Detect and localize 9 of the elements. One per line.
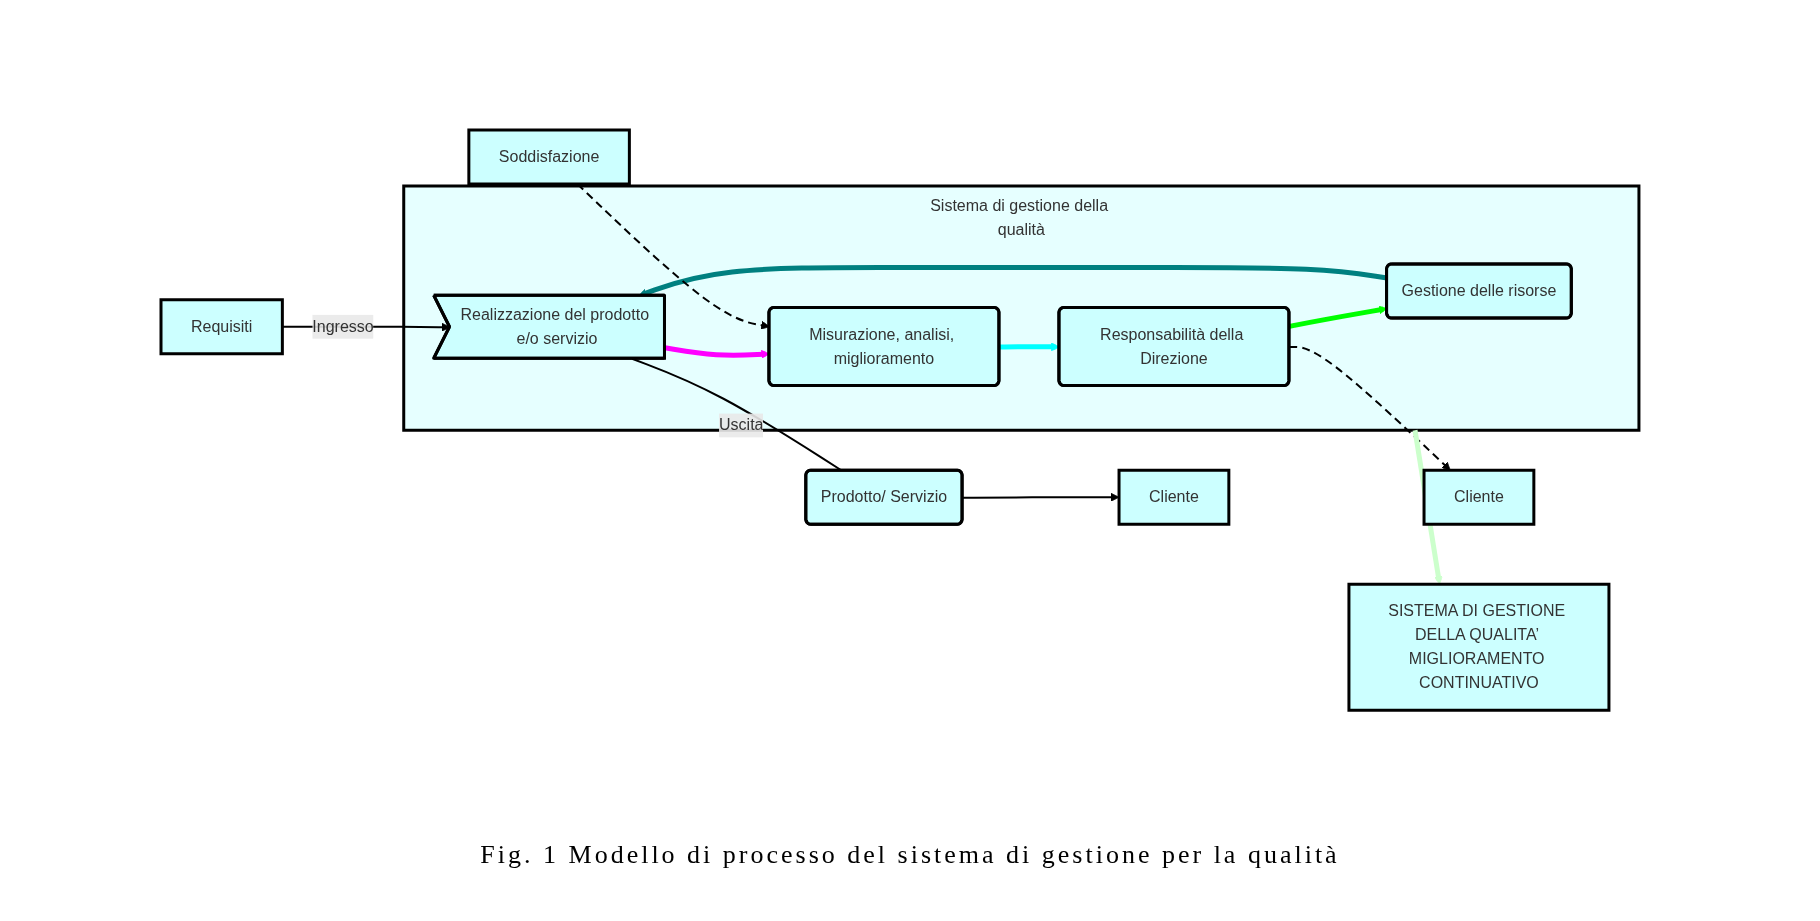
node-box: Cliente: [1422, 468, 1536, 526]
caption: Fig. 1 Modello di processo del sistema di gestione per la qualità: [479, 840, 1341, 870]
node-box: Cliente: [1117, 468, 1231, 526]
node-box: Requisiti: [159, 298, 284, 356]
arrow: [1288, 345, 1451, 471]
edge-label: Ingresso: [312, 317, 374, 335]
node-box: SISTEMA DI GESTIONE DELLA QUALITA’ MIGLIORAMENTO CONTINUATIVO: [1347, 582, 1611, 712]
edge-label: Uscita: [719, 416, 764, 434]
node-box: Soddisfazione: [467, 128, 631, 186]
